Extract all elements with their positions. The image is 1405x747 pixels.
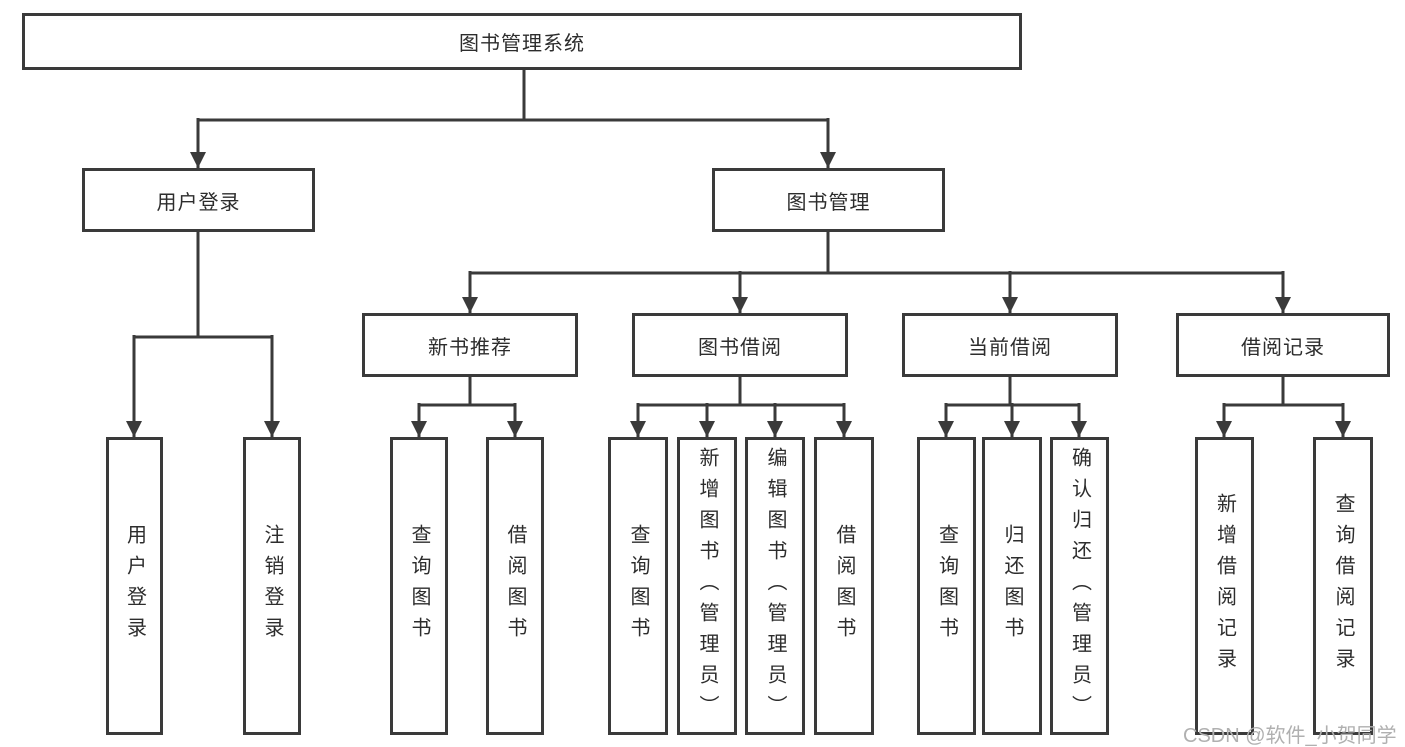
connector-new-book-group [419, 376, 515, 407]
leaf-borrow-edit-books-admin: 编辑图书（管理员） [745, 437, 805, 735]
leaf-current-return-books-label: 归还图书 [1001, 524, 1023, 648]
watermark: CSDN @软件_小贺同学 [1183, 719, 1397, 747]
leaf-borrow-add-books-admin-label: 新增图书（管理员） [696, 446, 718, 726]
node-current-borrow-label: 当前借阅 [968, 336, 1052, 359]
node-user-login: 用户登录 [82, 168, 315, 232]
connector-current-group [946, 376, 1079, 407]
leaf-newbook-borrow-books-label: 借阅图书 [504, 524, 526, 648]
connector-borrow-group [638, 376, 844, 407]
node-user-login-label: 用户登录 [156, 191, 241, 214]
node-root-label: 图书管理系统 [459, 33, 585, 55]
connector-book-mgmt-to-level3 [470, 231, 1283, 275]
leaf-current-confirm-return-admin: 确认归还（管理员） [1050, 437, 1109, 735]
leaf-borrow-edit-books-admin-label: 编辑图书（管理员） [764, 446, 786, 726]
leaf-user-login: 用户登录 [106, 437, 163, 735]
leaf-user-login-label: 用户登录 [123, 524, 146, 648]
leaf-record-add-record: 新增借阅记录 [1195, 437, 1254, 735]
node-book-borrow: 图书借阅 [632, 313, 848, 377]
leaf-borrow-borrow-books-label: 借阅图书 [833, 524, 855, 648]
leaf-record-add-record-label: 新增借阅记录 [1213, 493, 1236, 679]
leaf-borrow-query-books-label: 查询图书 [627, 524, 649, 648]
node-new-book-recommend-label: 新书推荐 [428, 336, 512, 359]
leaf-current-confirm-return-admin-label: 确认归还（管理员） [1068, 446, 1091, 726]
connector-root-to-level2 [198, 69, 828, 122]
leaf-borrow-add-books-admin: 新增图书（管理员） [677, 437, 737, 735]
leaf-borrow-query-books: 查询图书 [608, 437, 668, 735]
leaf-borrow-borrow-books: 借阅图书 [814, 437, 874, 735]
leaf-current-query-books-label: 查询图书 [935, 524, 958, 648]
leaf-current-query-books: 查询图书 [917, 437, 976, 735]
node-book-borrow-label: 图书借阅 [698, 336, 782, 359]
connector-user-login-group [134, 231, 272, 339]
leaf-record-query-record: 查询借阅记录 [1313, 437, 1373, 735]
node-new-book-recommend: 新书推荐 [362, 313, 578, 377]
node-book-management-label: 图书管理 [786, 191, 871, 214]
leaf-current-return-books: 归还图书 [982, 437, 1042, 735]
leaf-record-query-record-label: 查询借阅记录 [1332, 493, 1354, 679]
leaf-logout: 注销登录 [243, 437, 301, 735]
node-current-borrow: 当前借阅 [902, 313, 1118, 377]
leaf-logout-label: 注销登录 [261, 524, 283, 648]
leaf-newbook-query-books: 查询图书 [390, 437, 448, 735]
node-borrow-record: 借阅记录 [1176, 313, 1390, 377]
node-book-management: 图书管理 [712, 168, 945, 232]
connector-record-group [1224, 376, 1343, 407]
node-borrow-record-label: 借阅记录 [1241, 336, 1325, 359]
node-root: 图书管理系统 [22, 13, 1022, 70]
leaf-newbook-borrow-books: 借阅图书 [486, 437, 544, 735]
leaf-newbook-query-books-label: 查询图书 [408, 524, 430, 648]
watermark-text: CSDN @软件_小贺同学 [1183, 725, 1397, 747]
